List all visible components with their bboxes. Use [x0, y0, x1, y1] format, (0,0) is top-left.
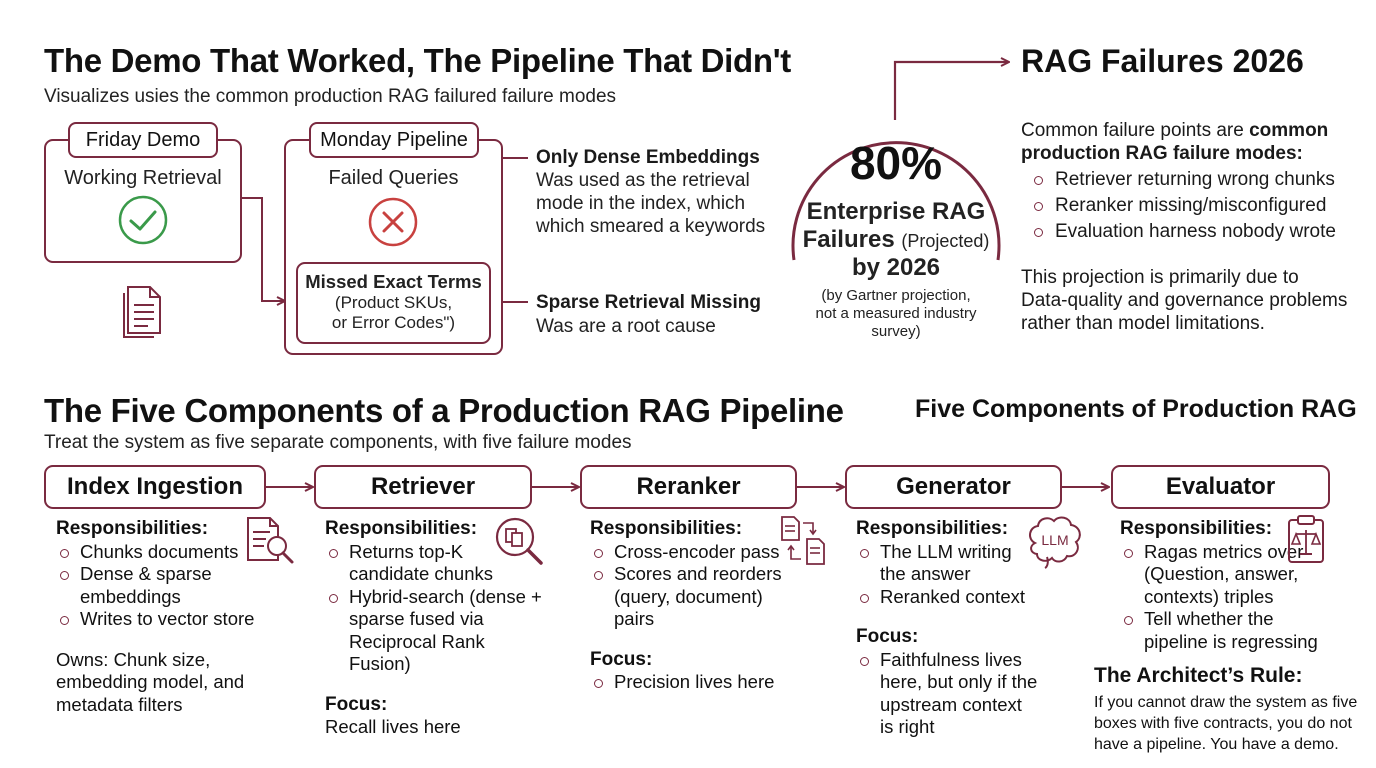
index-resp-heading: Responsibilities:	[56, 518, 209, 539]
reranker-resp-heading: Responsibilities:	[590, 518, 743, 539]
section2-subtitle: Treat the system as five separate compon…	[44, 432, 632, 453]
stat-line2: Failures (Projected)	[786, 226, 1006, 254]
monday-pipeline-label: Monday Pipeline	[309, 122, 479, 158]
friday-demo-label: Friday Demo	[68, 122, 218, 158]
stat-header: RAG Failures 2026	[1021, 43, 1304, 79]
cross-icon	[368, 197, 418, 247]
generator-details: Responsibilities: The LLM writing the an…	[856, 518, 1056, 739]
list-item: The LLM writing the answer	[856, 541, 1030, 586]
dense-note-title: Only Dense Embeddings	[536, 147, 760, 168]
evaluator-resp-heading: Responsibilities:	[1120, 518, 1273, 539]
friday-to-missed-arrow	[242, 197, 284, 301]
right-intro-bold2: production RAG failure modes:	[1021, 143, 1303, 164]
component-retriever: Retriever	[314, 465, 532, 509]
page-subtitle: Visualizes usies the common production R…	[44, 86, 617, 107]
reranker-focus-label: Focus:	[590, 648, 653, 670]
missed-terms-line2: or Error Codes")	[331, 313, 456, 332]
missed-terms-title: Missed Exact Terms	[305, 271, 482, 292]
generator-resp-heading: Responsibilities:	[856, 518, 1009, 539]
list-item: Evaluation harness nobody wrote	[1021, 219, 1336, 245]
dense-note-line3: which smeared a keywords	[536, 216, 766, 237]
architect-rule-title: The Architect’s Rule:	[1094, 664, 1303, 687]
stat-foot2: not a measured industry	[815, 305, 977, 322]
right-intro-plain: Common failure points are	[1021, 120, 1244, 141]
stat-foot1: (by Gartner projection,	[821, 287, 971, 304]
failure-points-list: Retriever returning wrong chunks Reranke…	[1021, 167, 1336, 245]
list-item: Chunks documents	[56, 541, 271, 564]
list-item: Faithfulness lives here, but only if the…	[856, 649, 1040, 739]
generator-focus-label: Focus:	[856, 626, 919, 647]
list-item: Hybrid-search (dense + sparse fused via …	[325, 586, 550, 676]
sparse-note-line1: Was are a root cause	[536, 316, 716, 337]
stat-foot3: survey)	[871, 323, 921, 340]
dense-note-line2: mode in the index, which	[536, 193, 746, 214]
architect-rule-text: If you cannot draw the system as five bo…	[1094, 694, 1358, 753]
stat-arc	[791, 141, 1001, 261]
right-intro: Common failure points are common product…	[1021, 119, 1361, 165]
friday-demo-text: Working Retrieval	[64, 167, 222, 189]
missed-terms-box	[296, 262, 491, 344]
list-item: Retriever returning wrong chunks	[1021, 167, 1336, 193]
list-item: Writes to vector store	[56, 608, 271, 631]
list-item: Ragas metrics over (Question, answer, co…	[1120, 541, 1339, 609]
component-generator: Generator	[845, 465, 1062, 509]
check-icon	[118, 195, 168, 245]
right-intro-bold1: common	[1249, 120, 1329, 141]
component-evaluator: Evaluator	[1111, 465, 1330, 509]
stat-header-arrow	[893, 62, 1008, 120]
retriever-focus-label: Focus:	[325, 693, 388, 715]
sparse-note-title: Sparse Retrieval Missing	[536, 292, 761, 313]
stat-line3: by 2026	[851, 254, 941, 281]
index-ingestion-details: Responsibilities: Chunks documents Dense…	[56, 518, 271, 716]
stat-line2-bold: Failures	[802, 226, 895, 253]
list-item: Dense & sparse embeddings	[56, 563, 220, 608]
clipboard-scale-icon	[1288, 515, 1324, 563]
projection-line3: rather than model limitations.	[1021, 313, 1265, 334]
list-item: Tell whether the pipeline is regressing	[1120, 608, 1329, 653]
document-icon	[123, 286, 161, 338]
list-item: Precision lives here	[590, 671, 790, 694]
list-item: Cross-encoder pass	[590, 541, 790, 564]
component-reranker: Reranker	[580, 465, 797, 509]
stat-line2-rest: (Projected)	[901, 231, 990, 251]
dense-note-line1: Was used as the retrieval	[536, 170, 750, 191]
component-index-ingestion: Index Ingestion	[44, 465, 266, 509]
evaluator-details: Responsibilities: Ragas metrics over (Qu…	[1120, 518, 1335, 653]
retriever-focus-text: Recall lives here	[325, 716, 461, 737]
magnifier-documents-icon	[495, 517, 543, 565]
stat-percent: 80%	[849, 137, 943, 189]
list-item: Returns top-K candidate chunks	[325, 541, 504, 586]
section2-title: The Five Components of a Production RAG …	[44, 392, 844, 429]
page-title: The Demo That Worked, The Pipeline That …	[44, 42, 791, 79]
section2-right-title: Five Components of Production RAG	[915, 395, 1357, 423]
retriever-resp-heading: Responsibilities:	[325, 518, 478, 539]
list-item: Reranker missing/misconfigured	[1021, 193, 1336, 219]
brain-icon: LLM	[1029, 516, 1081, 569]
brain-llm-label: LLM	[1041, 532, 1068, 548]
document-search-icon	[247, 517, 294, 564]
list-item: Reranked context	[856, 586, 1056, 609]
list-item: Scores and reorders (query, document) pa…	[590, 563, 784, 631]
projection-line2: Data-quality and governance problems	[1021, 290, 1348, 311]
index-owns-text: Owns: Chunk size, embedding model, and m…	[56, 648, 245, 715]
reranker-details: Responsibilities: Cross-encoder pass Sco…	[590, 518, 790, 694]
stat-line1: Enterprise RAG	[806, 198, 986, 225]
projection-line1: This projection is primarily due to	[1021, 267, 1299, 288]
reorder-documents-icon	[781, 516, 825, 565]
monday-pipeline-text: Failed Queries	[328, 167, 459, 189]
retriever-details: Responsibilities: Returns top-K candidat…	[325, 518, 550, 739]
missed-terms-line1: (Product SKUs,	[334, 293, 453, 312]
